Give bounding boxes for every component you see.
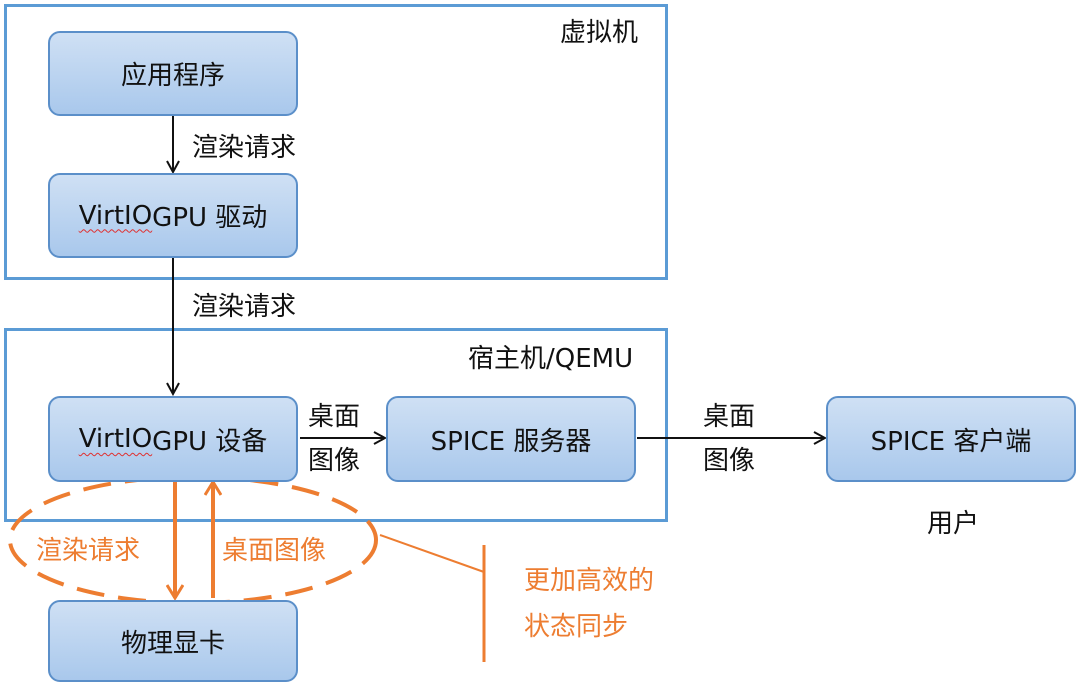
device-server-label-1: 桌面 xyxy=(308,402,361,432)
driver-virtio-text: VirtIO xyxy=(78,200,153,231)
host-title: 宿主机/QEMU xyxy=(468,344,634,374)
spice-server-node: SPICE 服务器 xyxy=(386,396,636,482)
desktop-image-orange-label: 桌面图像 xyxy=(222,536,327,566)
vm-title: 虚拟机 xyxy=(560,18,639,48)
server-client-label-1: 桌面 xyxy=(703,402,756,432)
vm-arrow-label: 渲染请求 xyxy=(192,133,297,163)
note-line-2: 状态同步 xyxy=(524,612,629,642)
device-suffix-text: GPU 设备 xyxy=(152,426,268,457)
virtio-gpu-driver-node: VirtIO GPU 驱动 xyxy=(48,173,298,258)
note-line-1: 更加高效的 xyxy=(524,566,655,596)
virtio-gpu-device-node: VirtIO GPU 设备 xyxy=(48,396,298,482)
physical-gpu-node: 物理显卡 xyxy=(48,600,298,682)
vm-frame xyxy=(4,4,668,280)
user-label: 用户 xyxy=(927,509,980,539)
app-node: 应用程序 xyxy=(48,31,298,116)
callout-line xyxy=(379,534,485,573)
between-arrow-label: 渲染请求 xyxy=(192,292,297,322)
server-client-label-2: 图像 xyxy=(703,446,756,476)
host-frame xyxy=(4,328,668,522)
device-server-label-2: 图像 xyxy=(308,446,361,476)
driver-suffix-text: GPU 驱动 xyxy=(152,203,268,233)
render-request-orange-label: 渲染请求 xyxy=(36,536,141,566)
device-virtio-text: VirtIO xyxy=(78,424,153,454)
spice-client-node: SPICE 客户端 xyxy=(826,396,1076,482)
